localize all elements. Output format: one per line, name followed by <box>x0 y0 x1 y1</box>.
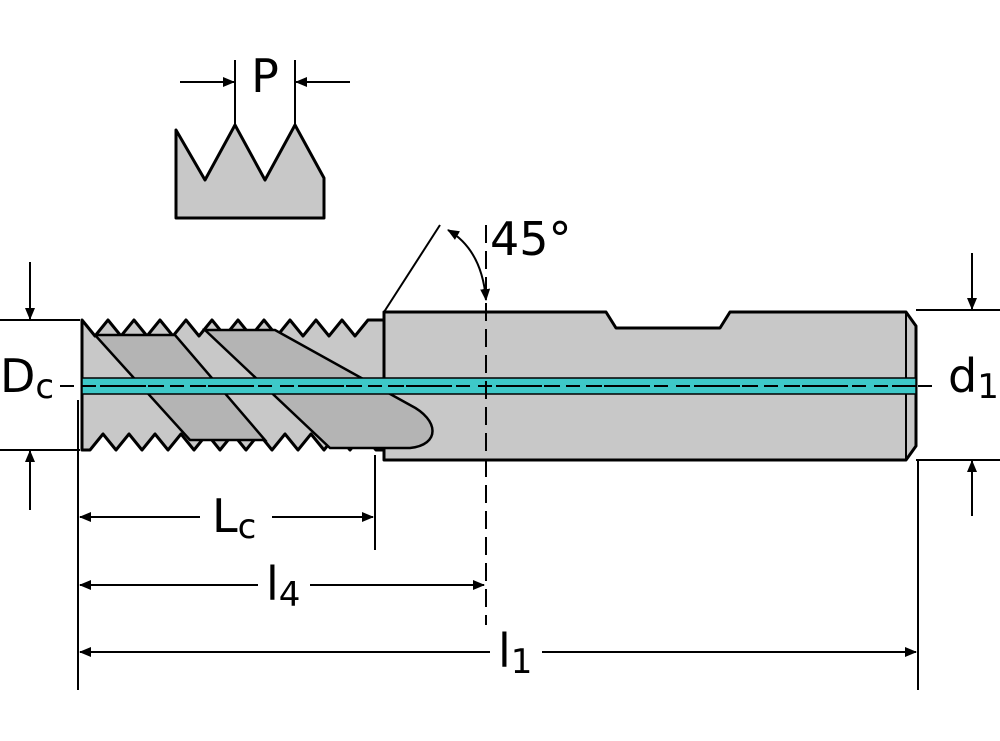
chamfer-angle-annotation: 45° <box>383 212 572 625</box>
cutting-diameter-dimension: Dc <box>0 262 80 510</box>
thread-profile-shape <box>174 123 326 220</box>
overall-length-dimension: l1 <box>79 624 917 682</box>
thread-profile-detail: P <box>174 49 350 220</box>
angle-label: 45° <box>490 212 572 266</box>
cutting-diameter-label: Dc <box>0 349 54 407</box>
tool-body <box>80 310 918 462</box>
shank-diameter-label: d1 <box>948 349 999 407</box>
shank-diameter-dimension: d1 <box>916 253 1000 516</box>
pitch-label: P <box>251 49 279 103</box>
cutting-length-label: Lc <box>212 489 256 547</box>
length-4-label: l4 <box>266 557 300 615</box>
length-4-dimension: l4 <box>79 557 485 615</box>
overall-length-label: l1 <box>498 624 532 682</box>
cutting-length-dimension: Lc <box>79 489 374 547</box>
